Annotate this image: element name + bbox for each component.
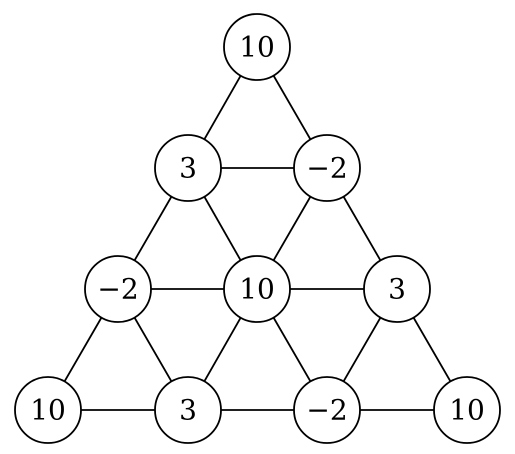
nodes-layer: 10 3 −2 −2 10 3 10 3 <box>14 13 501 444</box>
node-label: 10 <box>239 273 275 306</box>
node-n3: −2 <box>293 134 361 202</box>
node-label: −2 <box>306 394 347 427</box>
node-label: −2 <box>306 152 347 185</box>
node-label: 10 <box>449 394 485 427</box>
node-label: 10 <box>239 31 275 64</box>
node-n10: 10 <box>433 376 501 444</box>
node-label: 3 <box>179 152 197 185</box>
node-n9: −2 <box>293 376 361 444</box>
node-label: 10 <box>30 394 66 427</box>
node-n2: 3 <box>154 134 222 202</box>
node-label: −2 <box>97 273 138 306</box>
node-n4: −2 <box>84 255 152 323</box>
node-n8: 3 <box>154 376 222 444</box>
node-n1: 10 <box>223 13 291 81</box>
edges-layer <box>47 46 468 411</box>
node-n5: 10 <box>223 255 291 323</box>
node-n7: 10 <box>14 376 82 444</box>
node-label: 3 <box>179 394 197 427</box>
node-label: 3 <box>388 273 406 306</box>
node-n6: 3 <box>363 255 431 323</box>
